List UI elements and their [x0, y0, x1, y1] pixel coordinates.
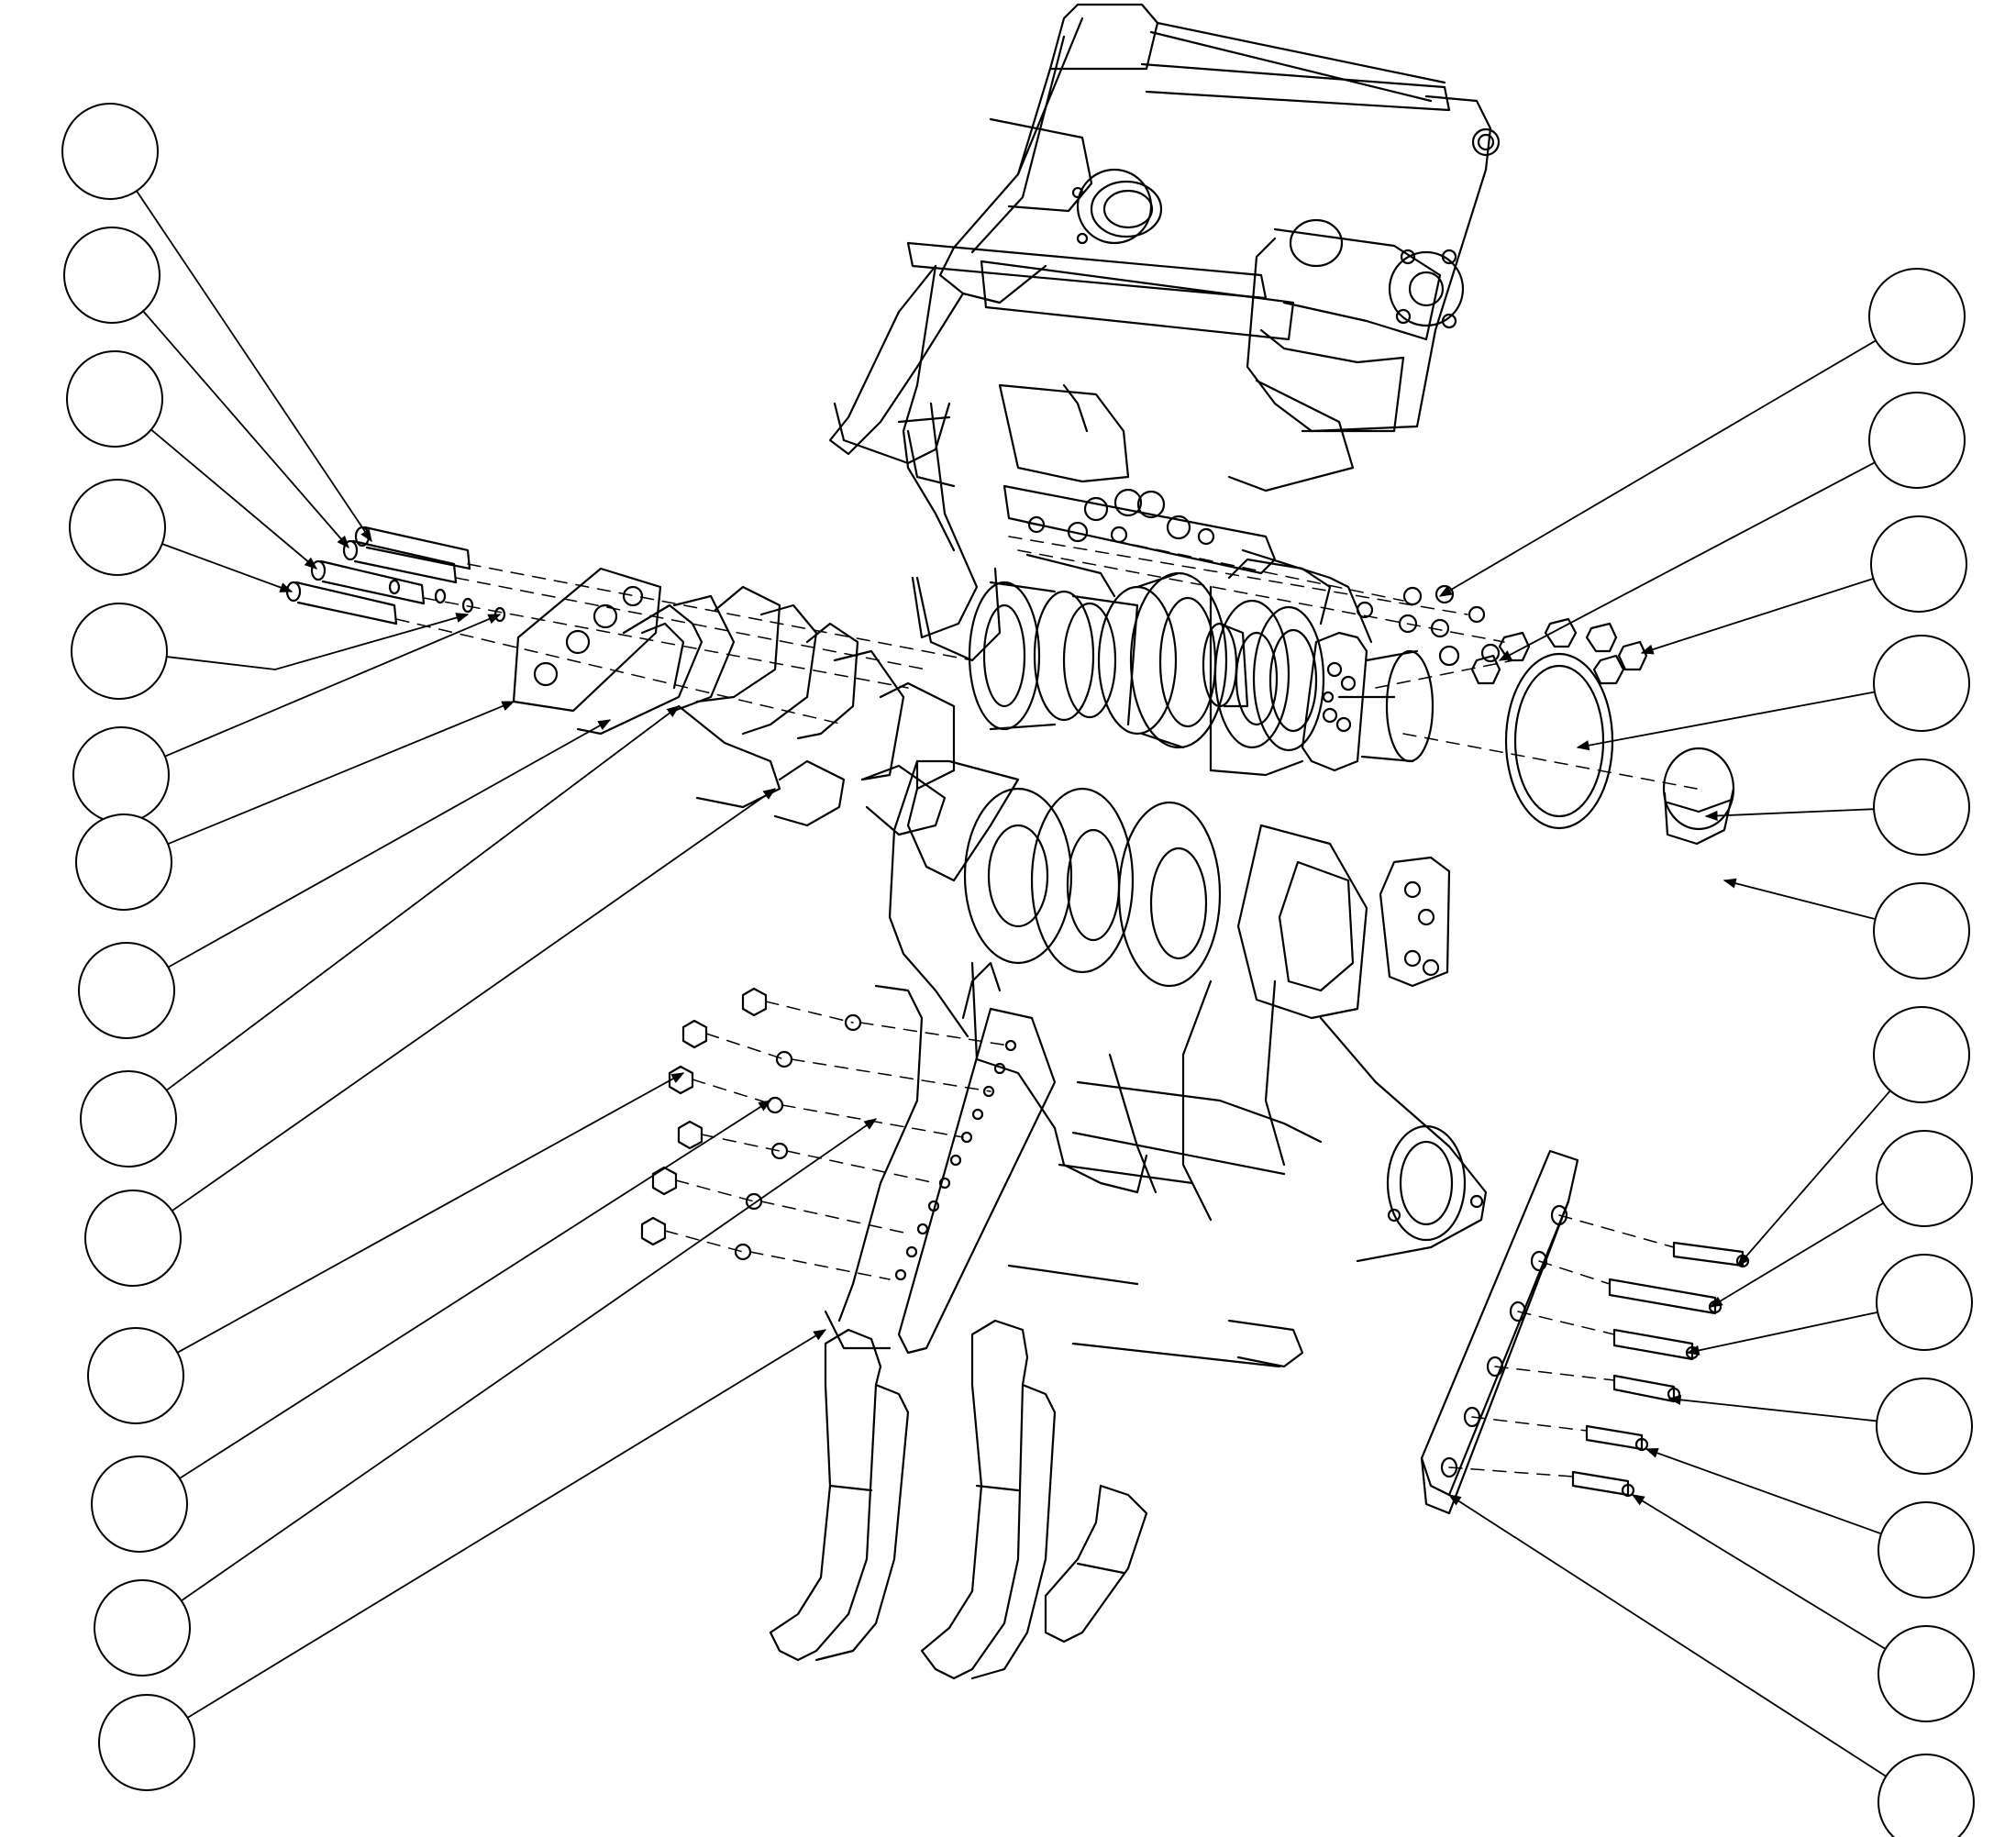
- balloon-left-4: [69, 479, 166, 576]
- balloon-right-2: [1868, 392, 1966, 489]
- leader-line-right-12: [1631, 1494, 1887, 1650]
- leader-line-left-3: [150, 428, 318, 570]
- leader-line-left-8: [167, 719, 612, 968]
- leader-line-left-7: [167, 701, 515, 846]
- balloon-left-3: [66, 350, 163, 448]
- balloon-right-12: [1878, 1625, 1975, 1722]
- leader-line-right-6: [1722, 878, 1876, 920]
- leader-line-right-8: [1709, 1202, 1884, 1308]
- leader-line-right-4: [1576, 691, 1876, 751]
- balloon-right-11: [1878, 1501, 1975, 1599]
- balloon-right-9: [1876, 1254, 1973, 1351]
- balloon-left-5: [71, 603, 168, 700]
- leader-line-right-11: [1645, 1448, 1882, 1535]
- rotator-shaft: [968, 484, 1373, 777]
- grapple-assembly: [285, 3, 1750, 1680]
- right-side-plate: [1420, 1149, 1579, 1515]
- rotator-disc: [1301, 631, 1735, 846]
- leader-line-left-5: [166, 613, 470, 670]
- balloon-right-8: [1876, 1130, 1973, 1227]
- balloon-right-4: [1873, 635, 1970, 732]
- leader-line-left-11: [177, 1072, 685, 1354]
- jaw-body: [888, 759, 1488, 1368]
- leader-line-right-3: [1640, 578, 1874, 655]
- balloon-right-5: [1873, 758, 1970, 856]
- balloon-left-1: [61, 103, 159, 200]
- balloon-right-6: [1873, 882, 1970, 979]
- alignment-lines: [395, 522, 1698, 1477]
- lower-tines: [769, 1319, 1148, 1680]
- balloon-left-12: [91, 1455, 188, 1553]
- upper-hook: [897, 264, 956, 552]
- leader-line-right-9: [1686, 1311, 1878, 1356]
- balloon-right-7: [1873, 1006, 1970, 1103]
- top-mounting-bracket: [828, 3, 1501, 662]
- balloon-callouts-right: [1438, 268, 1975, 1837]
- balloon-left-7: [75, 813, 172, 911]
- balloon-left-9: [80, 1070, 177, 1167]
- leader-line-left-4: [161, 543, 294, 592]
- leader-line-left-1: [136, 190, 372, 543]
- leader-line-left-12: [179, 1100, 772, 1479]
- leader-line-right-5: [1704, 808, 1875, 822]
- leader-line-left-13: [181, 1118, 878, 1602]
- leader-line-right-2: [1498, 461, 1876, 661]
- balloon-left-14: [98, 1694, 195, 1791]
- balloon-left-2: [63, 227, 161, 324]
- balloon-right-13: [1878, 1754, 1975, 1837]
- balloon-left-13: [94, 1579, 191, 1677]
- leader-line-left-2: [142, 310, 349, 549]
- leader-line-right-13: [1447, 1494, 1887, 1777]
- balloon-right-10: [1876, 1378, 1973, 1475]
- leader-line-right-1: [1438, 339, 1877, 597]
- leader-line-right-10: [1667, 1394, 1878, 1422]
- balloon-left-11: [87, 1327, 184, 1424]
- balloon-left-8: [78, 942, 175, 1039]
- left-nuts: [640, 987, 862, 1261]
- balloon-right-1: [1868, 268, 1966, 365]
- upper-left-pins: [285, 526, 506, 625]
- leader-line-left-14: [186, 1329, 827, 1719]
- leader-line-left-9: [166, 705, 681, 1091]
- balloon-callouts-left: [61, 103, 878, 1791]
- leader-line-left-10: [172, 788, 777, 1212]
- balloon-left-6: [72, 726, 170, 824]
- balloon-right-3: [1870, 515, 1967, 613]
- leader-line-left-6: [164, 614, 502, 758]
- leader-line-right-7: [1737, 1090, 1891, 1267]
- right-bolts: [1571, 1241, 1750, 1498]
- lattice-parts: [512, 567, 956, 836]
- jaw-side-plate: [824, 961, 1057, 1355]
- balloon-left-10: [84, 1190, 182, 1287]
